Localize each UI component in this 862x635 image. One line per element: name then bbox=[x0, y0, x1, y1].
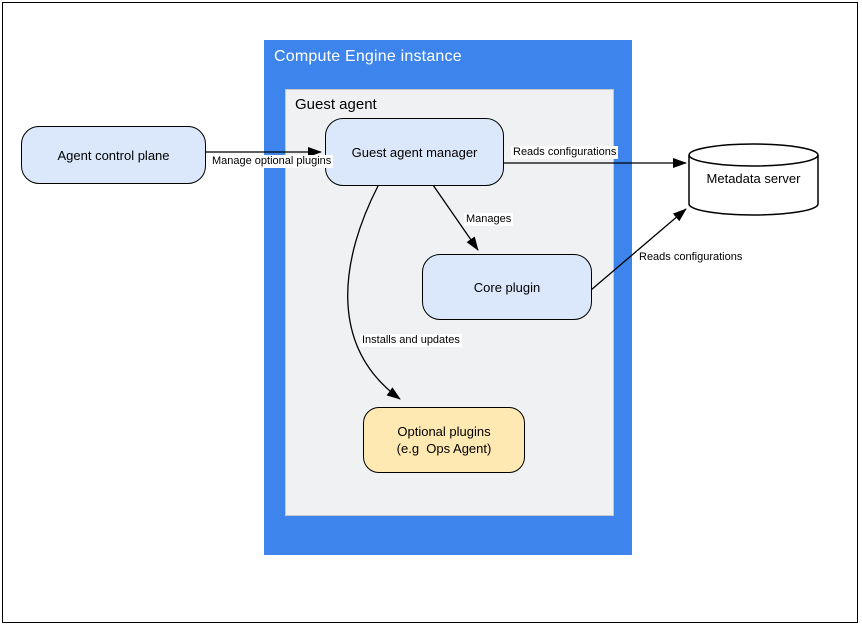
edge-installs-and-updates bbox=[347, 185, 401, 400]
node-label-core-plugin: Core plugin bbox=[473, 279, 541, 295]
node-label-optional-plugins-line2: (e.g Ops Agent) bbox=[396, 441, 492, 456]
node-guest-agent-manager: Guest agent manager bbox=[325, 118, 504, 186]
metadata-server-cylinder bbox=[688, 143, 819, 216]
edge-manages bbox=[432, 184, 479, 251]
node-label-metadata-server: Metadata server bbox=[706, 171, 801, 186]
edge-reads-configurations-core bbox=[590, 208, 687, 291]
edge-label-reads-configurations-manager: Reads configurations bbox=[511, 146, 619, 159]
edge-label-manage-optional-plugins: Manage optional plugins bbox=[210, 155, 334, 168]
container-title-compute-engine: Compute Engine instance bbox=[274, 48, 462, 65]
node-label-guest-agent-manager: Guest agent manager bbox=[351, 144, 478, 160]
edge-label-manages: Manages bbox=[464, 213, 514, 226]
edge-label-reads-configurations-core: Reads configurations bbox=[637, 251, 745, 264]
container-title-guest-agent: Guest agent bbox=[295, 96, 377, 113]
node-label-optional-plugins-line1: Optional plugins bbox=[397, 424, 491, 439]
node-optional-plugins: Optional plugins (e.g Ops Agent) bbox=[363, 407, 525, 473]
node-core-plugin: Core plugin bbox=[422, 254, 592, 320]
node-label-agent-control-plane: Agent control plane bbox=[57, 147, 170, 163]
edge-label-installs-and-updates: Installs and updates bbox=[360, 334, 462, 347]
page-border bbox=[2, 2, 858, 623]
node-agent-control-plane: Agent control plane bbox=[21, 126, 206, 184]
